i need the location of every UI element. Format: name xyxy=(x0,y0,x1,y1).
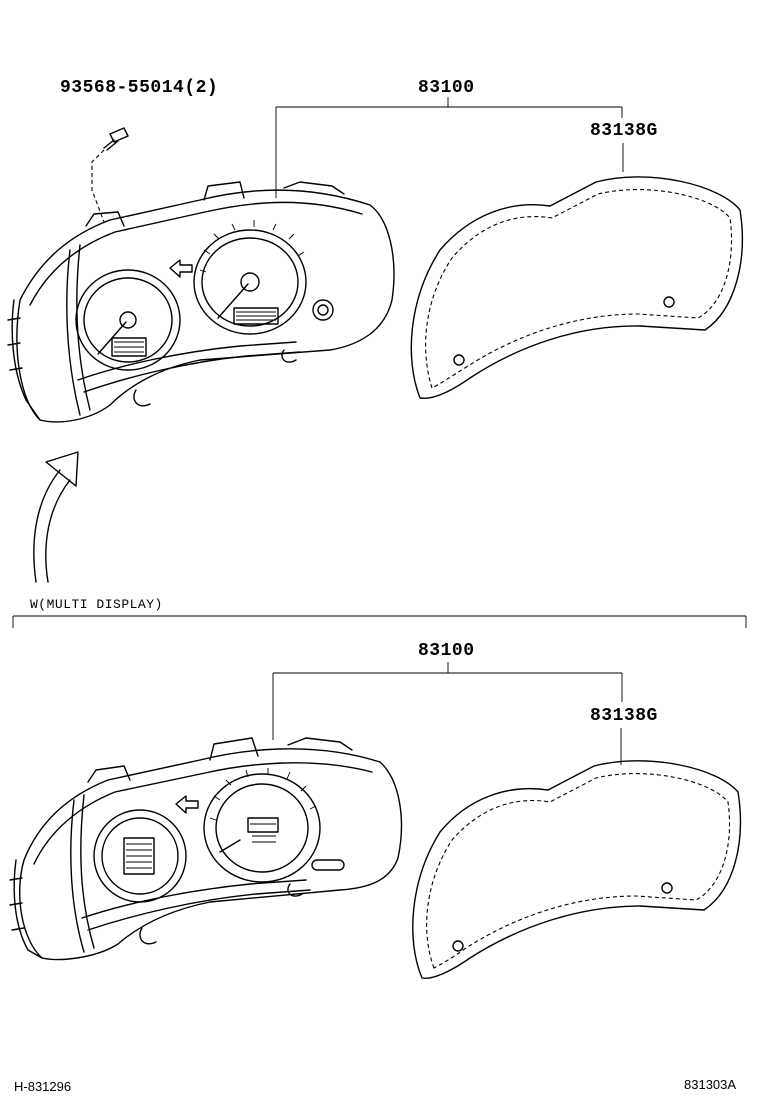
bottom-assembly-part-number: 83100 xyxy=(418,641,475,661)
combination-meter-icon xyxy=(7,181,395,423)
top-assembly-leader xyxy=(275,97,624,198)
meter-glass-lens-icon xyxy=(410,176,743,399)
variant-separator xyxy=(12,615,747,628)
view-direction-arrow-icon xyxy=(33,451,79,583)
bottom-assembly-leader xyxy=(272,662,623,765)
top-assembly-part-number: 83100 xyxy=(418,78,475,98)
bolt-part-number: 93568-55014(2) xyxy=(60,78,219,98)
reference-code-left: H-831296 xyxy=(14,1079,72,1094)
bolt-icon xyxy=(91,127,129,223)
meter-glass-lens-bottom-icon xyxy=(412,760,742,979)
combination-meter-multi-display-icon xyxy=(9,737,403,961)
reference-code-right: 831303A xyxy=(684,1077,737,1092)
top-lens-part-number: 83138G xyxy=(590,121,658,141)
variant-note: W(MULTI DISPLAY) xyxy=(30,597,163,612)
bottom-lens-part-number: 83138G xyxy=(590,706,658,726)
